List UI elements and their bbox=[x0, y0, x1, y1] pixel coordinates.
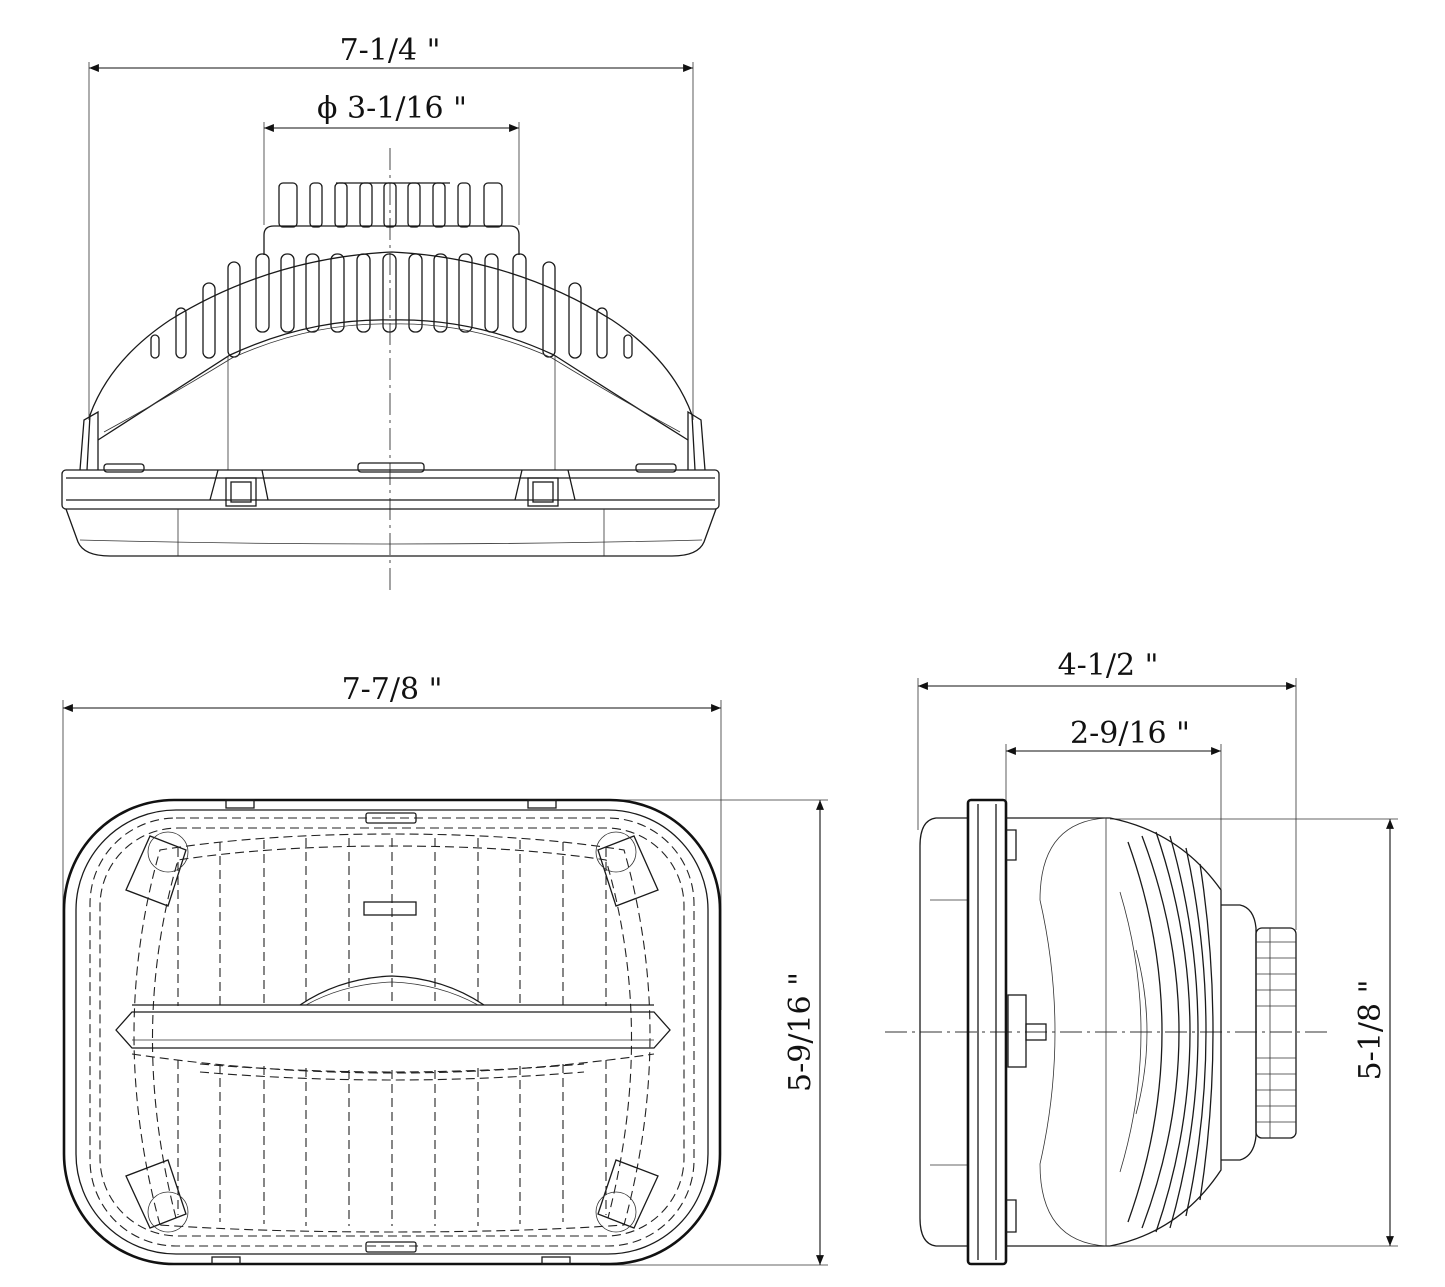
side-height-dimension: 5-1/8 " bbox=[1110, 818, 1398, 1247]
front-center-tab bbox=[363, 901, 417, 916]
top-overall-width-dimension: 7-1/4 " bbox=[88, 33, 694, 420]
side-flange bbox=[966, 798, 1017, 1266]
front-height-label: 5-9/16 " bbox=[783, 972, 818, 1092]
top-main-fins bbox=[150, 253, 633, 359]
side-view: 4-1/2 " 2-9/16 " 5-1/8 " bbox=[885, 648, 1398, 1266]
top-view: 7-1/4 " ϕ 3-1/16 " bbox=[61, 33, 720, 595]
front-lower-fins bbox=[177, 1060, 607, 1226]
front-outer-frame bbox=[62, 798, 722, 1266]
top-housing bbox=[79, 251, 706, 471]
top-heatsink-diameter-label: ϕ 3-1/16 " bbox=[317, 91, 467, 126]
side-body-depth-dimension: 2-9/16 " bbox=[1005, 716, 1222, 890]
side-depth-dimension: 4-1/2 " bbox=[917, 648, 1297, 930]
top-heatsink-diameter-dimension: ϕ 3-1/16 " bbox=[263, 91, 520, 225]
side-depth-label: 4-1/2 " bbox=[1058, 648, 1159, 683]
front-width-label: 7-7/8 " bbox=[342, 672, 443, 707]
top-upper-fins bbox=[263, 182, 520, 255]
front-clips bbox=[211, 799, 571, 1265]
front-inner-frame bbox=[75, 809, 709, 1255]
side-curved-fins bbox=[1119, 831, 1214, 1233]
front-upper-fins bbox=[177, 838, 607, 1006]
front-view: 7-7/8 " 5-9/16 " bbox=[62, 672, 828, 1266]
top-overall-width-label: 7-1/4 " bbox=[340, 33, 441, 68]
top-lens bbox=[65, 508, 717, 557]
top-bezel bbox=[61, 462, 720, 510]
side-housing bbox=[1006, 817, 1222, 1247]
side-lens bbox=[919, 817, 968, 1247]
front-width-dimension: 7-7/8 " bbox=[62, 672, 722, 1010]
front-corner-pods bbox=[125, 831, 659, 1233]
side-rear-heatsink bbox=[1221, 904, 1297, 1161]
front-height-dimension: 5-9/16 " bbox=[600, 799, 828, 1266]
front-center-bar bbox=[115, 975, 671, 1081]
side-body-depth-label: 2-9/16 " bbox=[1070, 716, 1190, 751]
side-height-label: 5-1/8 " bbox=[1353, 980, 1388, 1081]
